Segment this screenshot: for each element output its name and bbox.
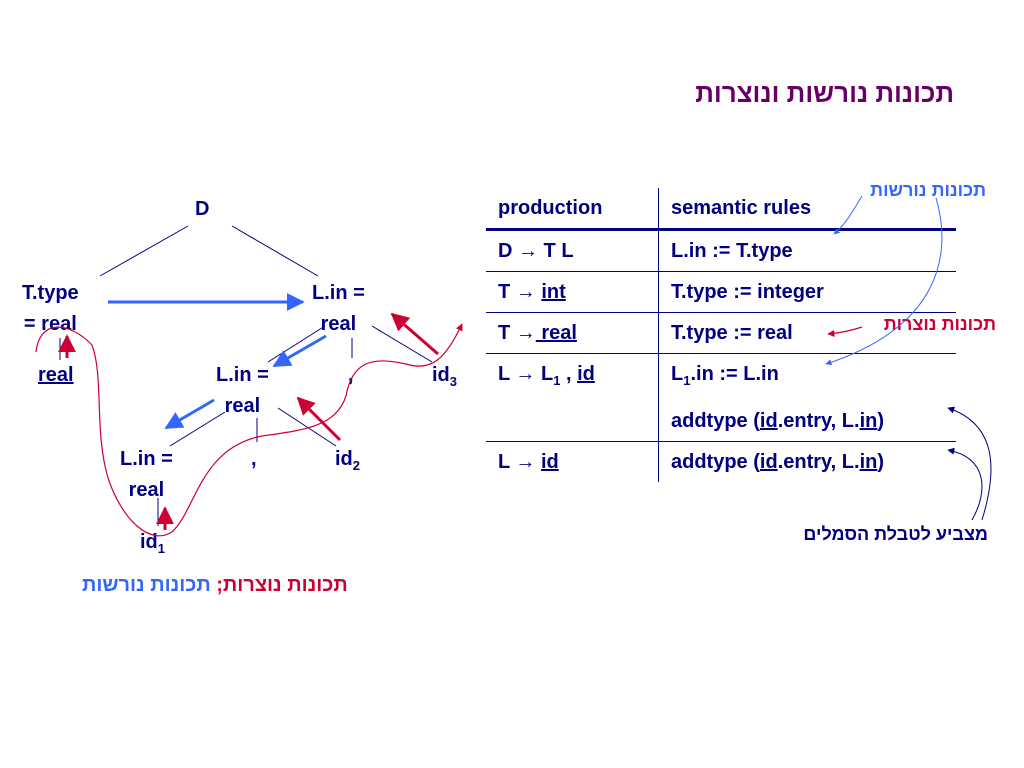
id1-text: id	[140, 531, 158, 553]
tree-node-d: D	[195, 198, 210, 220]
tree-leaf-comma-mid: ,	[251, 448, 257, 470]
lin-top-line1: L.in =	[312, 282, 365, 304]
rule-cell: T.type := integer	[658, 271, 956, 313]
rule-in: in	[859, 451, 878, 473]
rule-cell: L1.in := L.in addtype (id.entry, L.in)	[658, 353, 956, 442]
legend: תכונות נוצרות; תכונות נורשות	[82, 574, 348, 597]
pointer-synth-to-rule	[827, 326, 863, 338]
prod-comma: ,	[560, 363, 578, 385]
id2-text: id	[335, 448, 353, 470]
prod-text: L →	[498, 451, 541, 473]
tree-node-lin-mid: L.in = real	[216, 360, 269, 422]
tree-node-ttype: T.type = real	[22, 278, 79, 340]
prod-terminal: int	[541, 281, 566, 303]
synth-arrow-id2	[296, 396, 342, 442]
rule-sub: 1	[683, 373, 691, 388]
header-production: production	[498, 196, 603, 219]
prod-sub: 1	[553, 373, 561, 388]
prod-text: T →	[498, 281, 542, 303]
prod-terminal: id	[577, 363, 595, 385]
rule-text: L	[671, 363, 684, 385]
table-header-row: production semantic rules	[486, 188, 956, 230]
legend-synthesized: תכונות נוצרות;	[216, 574, 348, 596]
prod-text: T →	[498, 322, 536, 344]
production-cell: T → int	[486, 272, 659, 313]
rule-id: id	[759, 410, 778, 432]
annotation-symtab-pointer: מצביע לטבלת הסמלים	[803, 524, 988, 544]
pointer-inherited-to-header	[833, 195, 863, 235]
table-row: L → id addtype (id.entry, L.in)	[486, 441, 956, 483]
rule-cell: addtype (id.entry, L.in)	[658, 441, 956, 482]
rule-text: .in := L.in	[690, 363, 779, 385]
edge-d-ttype	[99, 225, 189, 277]
edge-d-lin-top	[231, 225, 319, 277]
legend-inherited: תכונות נורשות	[82, 574, 211, 596]
annotation-synthesized: תכונות נוצרות	[883, 314, 996, 334]
rule-text: .entry, L.	[777, 410, 860, 432]
edge-lin-mid-lin-bot	[169, 411, 226, 447]
rule-cell: L.in := T.type	[658, 229, 956, 272]
ttype-line1: T.type	[22, 282, 79, 304]
production-cell: D → T L	[498, 240, 574, 262]
inherit-arrow-bot	[164, 398, 215, 430]
tree-leaf-id2: id2	[335, 444, 360, 481]
rule-text: )	[877, 451, 885, 473]
table-row: T → real T.type := real	[486, 312, 956, 354]
annotation-inherited: תכונות נורשות	[870, 180, 986, 200]
rule-line: addtype (id.entry, L.in)	[671, 401, 956, 441]
edge-lin-top-id3	[371, 325, 433, 363]
rule-in: in	[859, 410, 878, 432]
id1-sub: 1	[157, 541, 166, 556]
pointer-symtab-2	[947, 447, 983, 521]
tree-leaf-id3: id3	[432, 360, 457, 397]
tree-leaf-id1: id1	[140, 527, 165, 564]
lin-bot-line2: real	[128, 479, 165, 501]
tree-node-lin-bot: L.in = real	[120, 444, 173, 506]
tree-node-lin-top: L.in = real	[312, 278, 365, 340]
production-cell: L → L1 , id	[486, 354, 659, 442]
table-row: L → L1 , id L1.in := L.in addtype (id.en…	[486, 353, 956, 442]
table-row: T → int T.type := integer	[486, 271, 956, 313]
pointer-symtab-1	[947, 406, 992, 521]
rule-line: L1.in := L.in	[671, 354, 956, 401]
lin-bot-line1: L.in =	[120, 448, 173, 470]
rule-id: id	[759, 451, 778, 473]
rule-text: .entry, L.	[777, 451, 860, 473]
prod-terminal: id	[540, 451, 559, 473]
tree-leaf-real: real	[38, 364, 74, 386]
lin-mid-line1: L.in =	[216, 364, 269, 386]
lin-top-line2: real	[320, 313, 357, 335]
evaluation-order-curve	[35, 323, 463, 537]
edge-lin-mid-id2	[277, 407, 337, 447]
inherit-arrow-mid	[272, 334, 327, 368]
rule-text: addtype (	[671, 451, 760, 473]
rule-cell: T.type := real	[658, 312, 956, 354]
prod-text: L → L	[498, 363, 554, 385]
ttype-line2: = real	[23, 313, 77, 335]
id2-sub: 2	[352, 458, 361, 473]
prod-terminal: real	[535, 322, 577, 344]
production-cell: L → id	[486, 442, 659, 483]
table-row: D → T L L.in := T.type	[486, 229, 956, 272]
header-semantic-rules: semantic rules	[658, 188, 956, 230]
pointer-inherited-to-lin	[825, 197, 943, 366]
tree-leaf-comma-top: ,	[348, 364, 354, 386]
rule-text: )	[877, 410, 885, 432]
synth-arrow-id3	[390, 312, 439, 356]
production-cell: T → real	[486, 313, 659, 354]
id3-sub: 3	[449, 374, 458, 389]
edge-lin-top-lin-mid	[267, 325, 326, 363]
rule-text: addtype (	[671, 410, 760, 432]
grammar-table: production semantic rules D → T L L.in :…	[486, 188, 956, 482]
lin-mid-line2: real	[224, 395, 261, 417]
slide-title: תכונות נורשות ונוצרות	[695, 78, 954, 108]
id3-text: id	[432, 364, 450, 386]
